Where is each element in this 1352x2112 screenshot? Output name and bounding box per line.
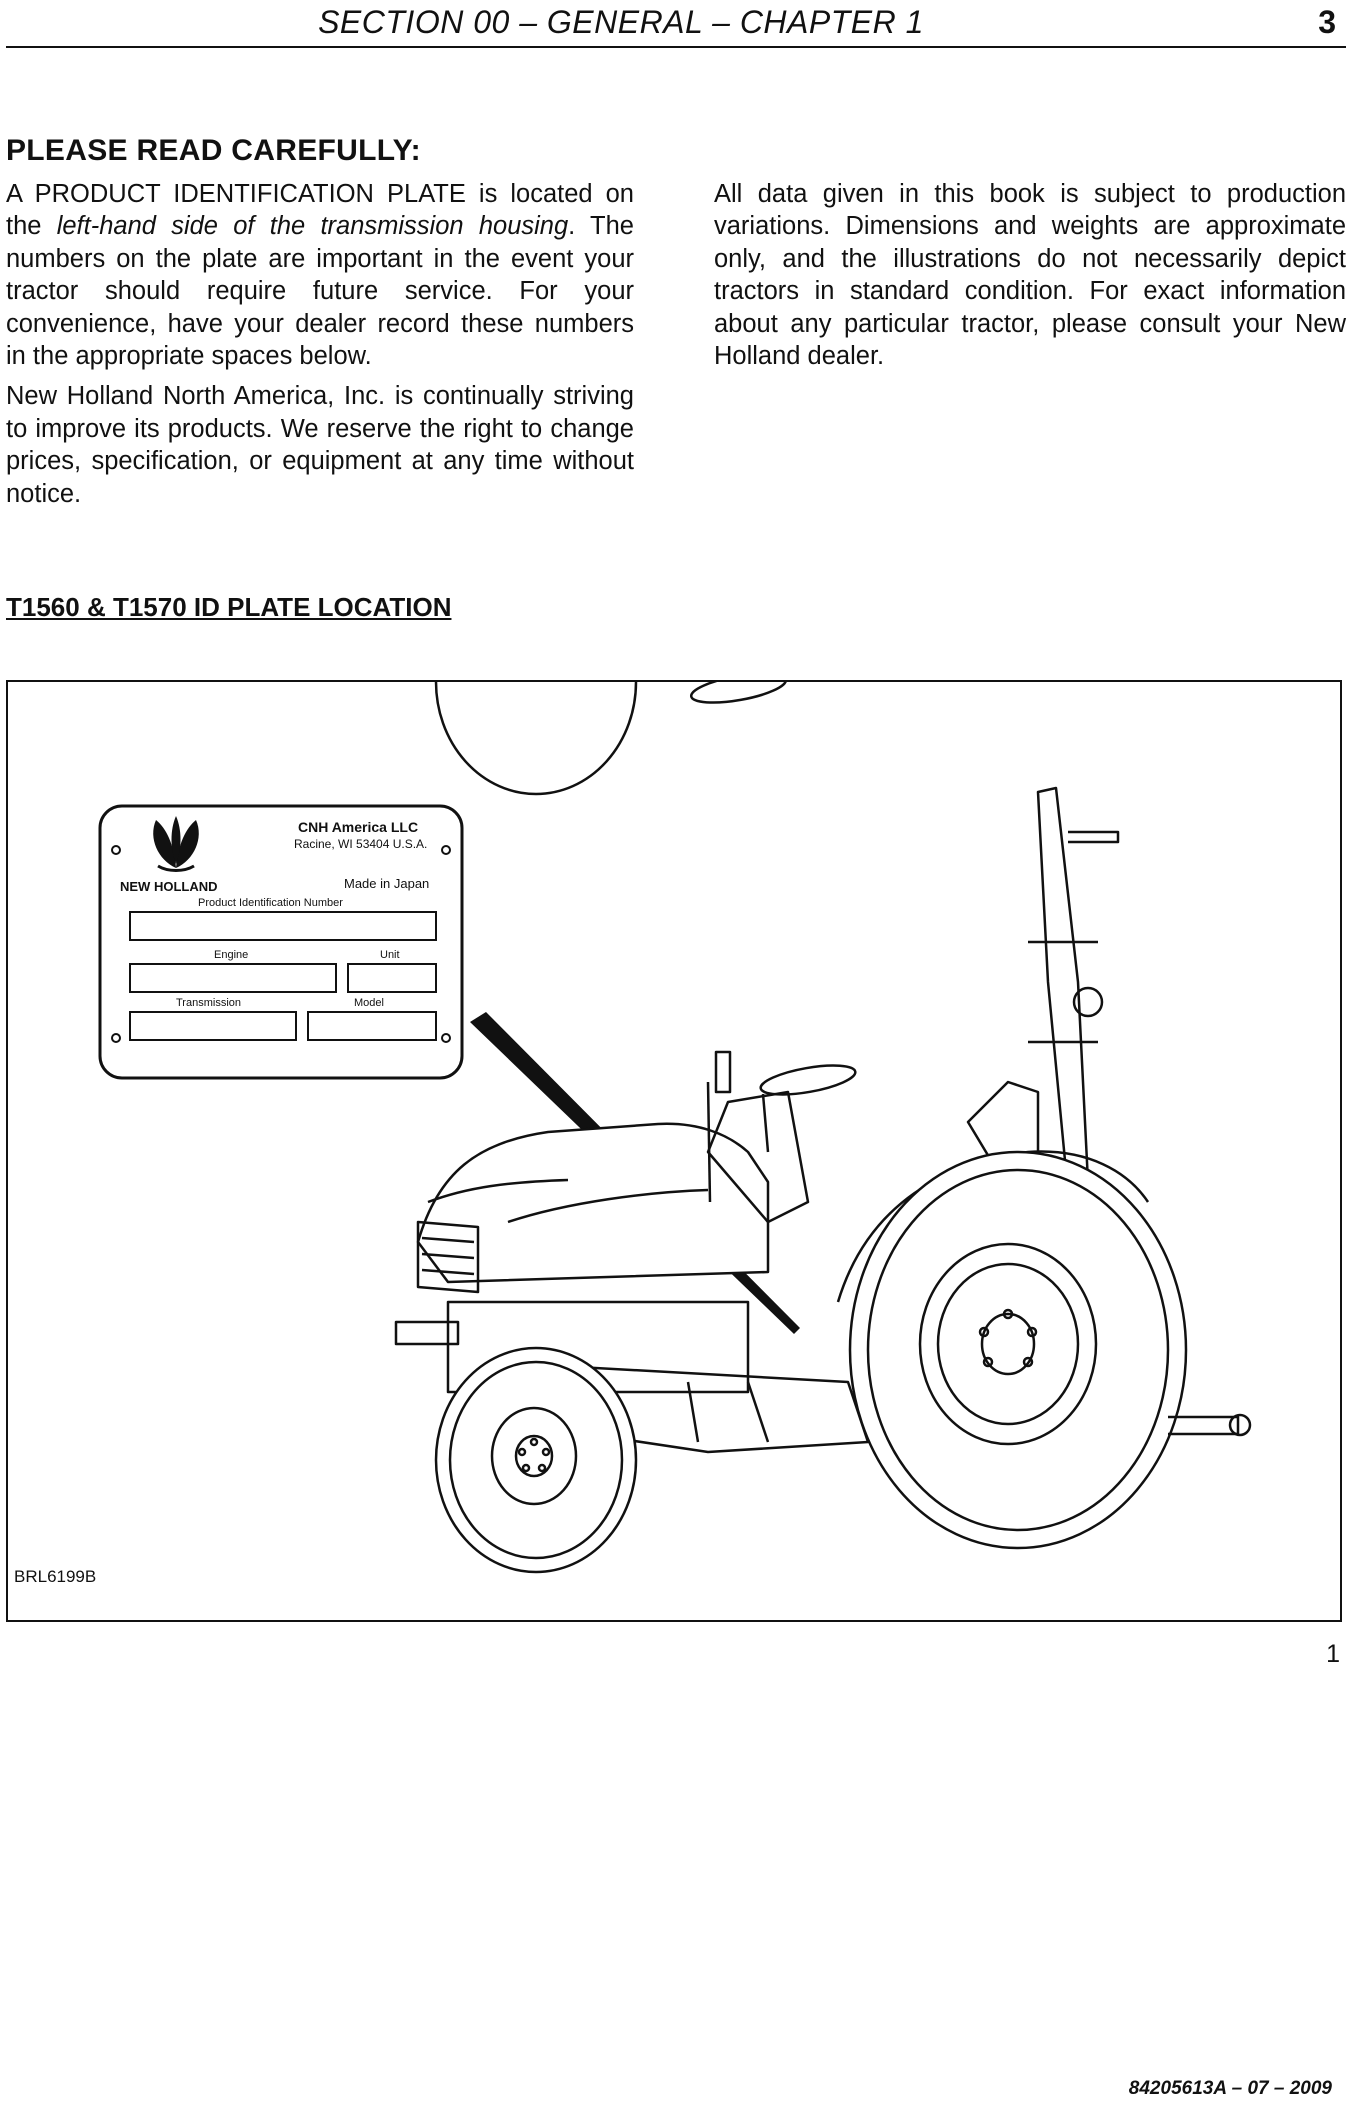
plate-brand: NEW HOLLAND	[120, 879, 218, 894]
please-read-heading: PLEASE READ CAREFULLY:	[6, 134, 421, 167]
figure-number: 1	[1326, 1640, 1340, 1668]
id-plate-text-start: A PRODUCT IDENTIFICATION PLATE is locate…	[6, 180, 634, 241]
plate-address: Racine, WI 53404 U.S.A.	[294, 837, 427, 851]
product-id-field	[129, 911, 437, 941]
left-column: A PRODUCT IDENTIFICATION PLATE is locate…	[6, 178, 634, 518]
plate-unit-label: Unit	[380, 949, 400, 961]
improvement-paragraph: New Holland North America, Inc. is conti…	[6, 382, 634, 508]
id-plate-figure: NEW HOLLAND CNH America LLC Racine, WI 5…	[6, 680, 1342, 1622]
section-title: SECTION 00 – GENERAL – CHAPTER 1	[318, 4, 924, 40]
plate-company: CNH America LLC	[298, 819, 418, 835]
tractor-illustration: NEW HOLLAND CNH America LLC Racine, WI 5…	[98, 682, 1252, 1574]
document-footer: 84205613A – 07 – 2009	[1128, 2078, 1332, 2099]
right-column: All data given in this book is subject t…	[714, 178, 1346, 380]
engine-field	[129, 963, 337, 993]
figure-code: BRL6199B	[14, 1567, 97, 1586]
new-holland-leaf-icon	[153, 816, 199, 872]
plate-model-label: Model	[354, 997, 384, 1009]
id-plate-paragraph: A PRODUCT IDENTIFICATION PLATE is locate…	[6, 178, 634, 372]
unit-field	[347, 963, 437, 993]
page-number: 3	[1318, 4, 1336, 40]
page-header: SECTION 00 – GENERAL – CHAPTER 1 3	[6, 0, 1346, 48]
plate-engine-label: Engine	[214, 949, 248, 961]
figure-title: T1560 & T1570 ID PLATE LOCATION	[6, 592, 452, 622]
model-field	[307, 1011, 437, 1041]
transmission-field	[129, 1011, 297, 1041]
id-plate-text-end: . The numbers on the plate are important…	[6, 212, 634, 371]
data-variation-paragraph: All data given in this book is subject t…	[714, 180, 1346, 371]
plate-transmission-label: Transmission	[176, 997, 241, 1009]
plate-product-id-label: Product Identification Number	[198, 897, 343, 909]
tractor-drawing	[394, 682, 1252, 1574]
id-plate-location-emphasis: left-hand side of the transmission housi…	[56, 212, 569, 241]
id-plate-drawing: NEW HOLLAND CNH America LLC Racine, WI 5…	[98, 804, 464, 1080]
plate-origin: Made in Japan	[344, 876, 429, 891]
